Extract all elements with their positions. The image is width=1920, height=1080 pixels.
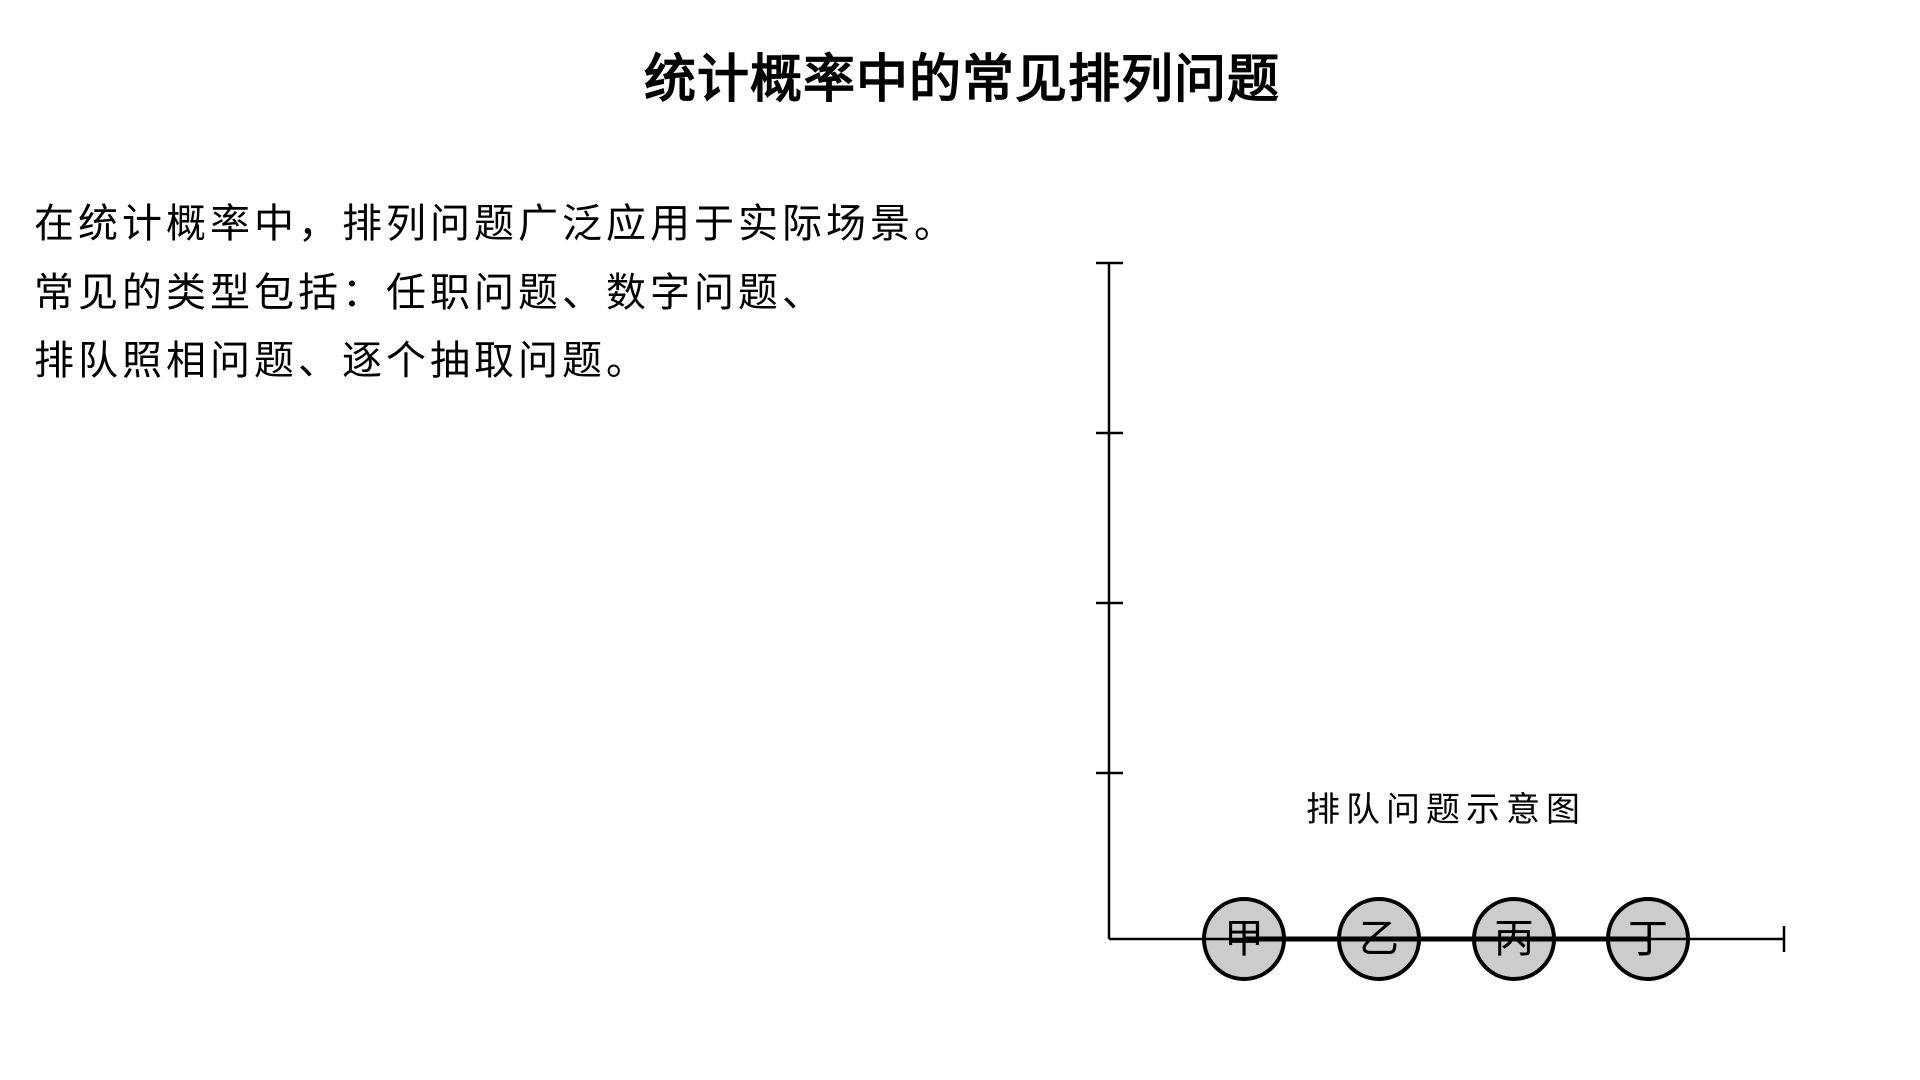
y-axis bbox=[1096, 261, 1123, 939]
node-label-bing: 丙 bbox=[1494, 916, 1534, 962]
node-label-ding: 丁 bbox=[1628, 916, 1668, 962]
node-label-jia: 甲 bbox=[1224, 916, 1264, 962]
paragraph-line: 在统计概率中，排列问题广泛应用于实际场景。 bbox=[34, 201, 958, 247]
intro-paragraph: 在统计概率中，排列问题广泛应用于实际场景。 常见的类型包括：任职问题、数字问题、… bbox=[34, 190, 958, 396]
paragraph-line: 排队照相问题、逐个抽取问题。 bbox=[34, 338, 650, 384]
paragraph-line: 常见的类型包括：任职问题、数字问题、 bbox=[34, 269, 826, 316]
page-title: 统计概率中的常见排列问题 bbox=[643, 50, 1280, 110]
node-label-yi: 乙 bbox=[1359, 916, 1399, 962]
diagram-caption: 排队问题示意图 bbox=[1306, 790, 1586, 830]
